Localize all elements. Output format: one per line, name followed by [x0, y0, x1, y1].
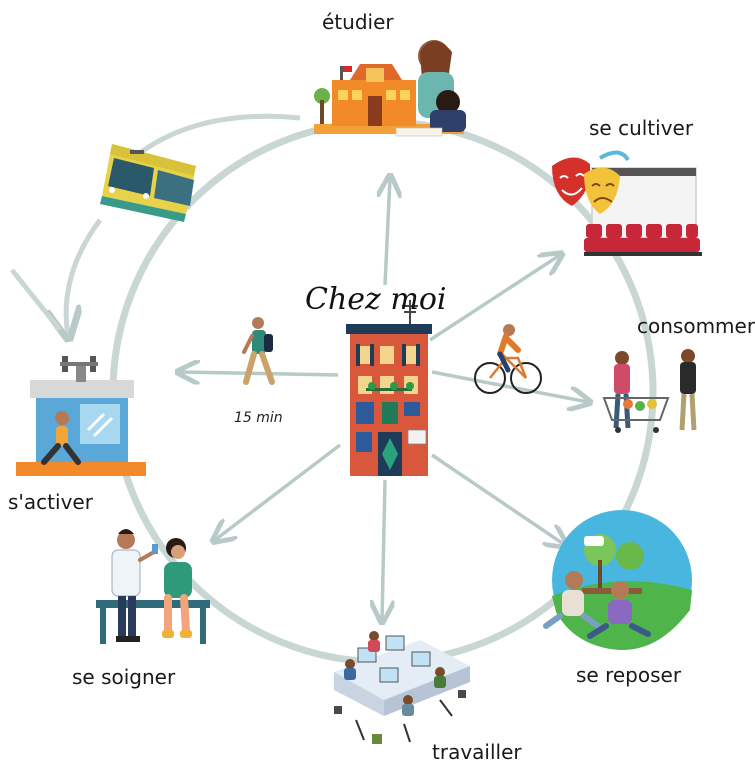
cyclist-icon	[474, 324, 542, 394]
label-activer: s'activer	[8, 490, 93, 514]
home-building-icon	[346, 300, 432, 476]
tram-icon	[100, 144, 196, 222]
arrow-reposer	[431, 453, 565, 545]
arrow-travailler	[382, 479, 385, 620]
walk-time-note: 15 min	[234, 410, 283, 426]
tram-arrow-tail	[10, 268, 62, 332]
arrow-cultiver	[429, 255, 560, 342]
gym-icon	[16, 356, 146, 476]
arrow-etudier	[385, 178, 390, 286]
school-icon	[314, 40, 466, 137]
arrow-consommer	[431, 370, 588, 402]
label-cultiver: se cultiver	[589, 116, 694, 140]
label-consommer: consommer	[637, 314, 755, 338]
radial-arrows	[180, 178, 588, 620]
arrow-soigner	[215, 443, 342, 540]
label-reposer: se reposer	[576, 663, 682, 687]
label-etudier: étudier	[322, 10, 394, 34]
park-icon	[543, 510, 692, 650]
arrow-activer	[180, 372, 339, 375]
shopping-icon	[602, 349, 697, 433]
label-soigner: se soigner	[72, 665, 176, 689]
walker-icon	[242, 317, 275, 385]
home-title: Chez moi	[305, 282, 447, 317]
office-icon	[334, 631, 470, 744]
doctor-patient-icon	[96, 529, 210, 644]
tram-arc-left	[66, 218, 103, 335]
theatre-icon	[552, 150, 702, 256]
label-travailler: travailler	[432, 740, 522, 764]
